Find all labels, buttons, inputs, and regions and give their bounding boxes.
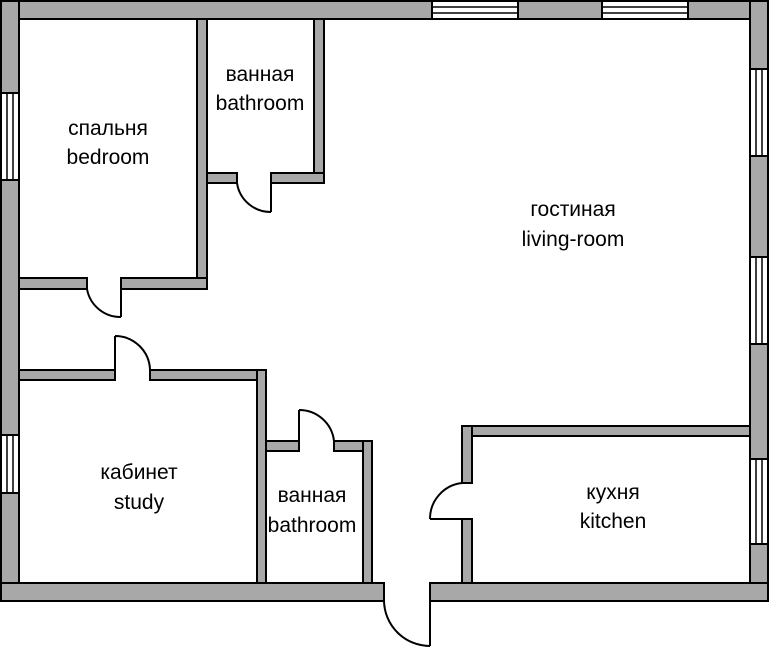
door-bathroom-bottom [298,408,335,442]
door-study [114,335,151,371]
wall-study-top-right [149,369,267,381]
label-study-en: study [114,491,165,514]
label-bathroom-bottom-ru: ванная [278,484,347,507]
wall-kitchen-left-bottom [461,518,473,584]
window-right-1 [749,68,769,157]
wall-study-top-left [18,369,116,381]
room-labels: спальня bedroom ванная bathroom гостиная… [67,63,647,537]
doors [86,182,463,647]
outer-wall-bottom-right [429,582,769,602]
wall-bathroom-top-bottom-left [206,172,238,184]
wall-bedroom-bottom-right [120,277,208,290]
wall-bathroom-bottom-top-left [265,440,300,452]
door-kitchen [428,482,463,520]
label-living-room-en: living-room [522,228,625,251]
window-left-study [0,434,20,494]
wall-bathroom-top-right [313,18,325,184]
wall-bedroom-right [196,18,208,290]
interior-walls [18,18,751,584]
wall-study-right [256,369,267,584]
window-right-kitchen [749,458,769,545]
window-left-bedroom [0,92,20,181]
window-right-2 [749,256,769,345]
wall-kitchen-left-top [461,425,473,484]
label-living-room-ru: гостиная [530,198,615,221]
outer-wall-left [0,0,20,602]
outer-wall-bottom-left [0,582,385,602]
wall-bathroom-bottom-right [362,440,373,584]
label-kitchen-ru: кухня [586,481,639,504]
label-bedroom-ru: спальня [68,117,148,140]
windows [0,0,769,545]
door-bathroom-top [236,182,272,214]
label-bedroom-en: bedroom [67,146,150,169]
wall-bathroom-top-bottom-right [270,172,325,184]
window-top-2 [601,0,689,20]
wall-bedroom-bottom-left [18,277,88,290]
label-study-ru: кабинет [100,461,178,484]
door-entrance [383,600,431,647]
wall-kitchen-top [461,425,751,437]
label-bathroom-top-ru: ванная [226,63,295,86]
label-bathroom-bottom-en: bathroom [268,514,357,537]
label-kitchen-en: kitchen [580,510,647,533]
door-bedroom [86,288,122,319]
label-bathroom-top-en: bathroom [216,92,305,115]
window-top-1 [431,0,519,20]
